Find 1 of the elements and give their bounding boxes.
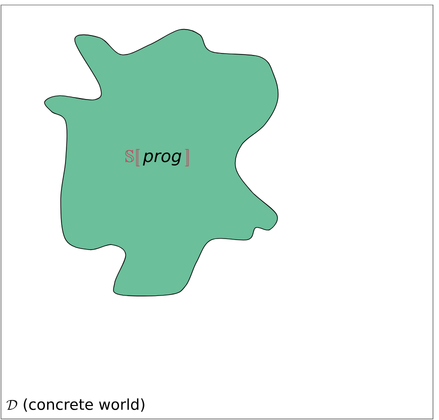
frame-label: $\mathcal{D}\ \textrm{(concrete world)}$ <box>6 398 144 412</box>
